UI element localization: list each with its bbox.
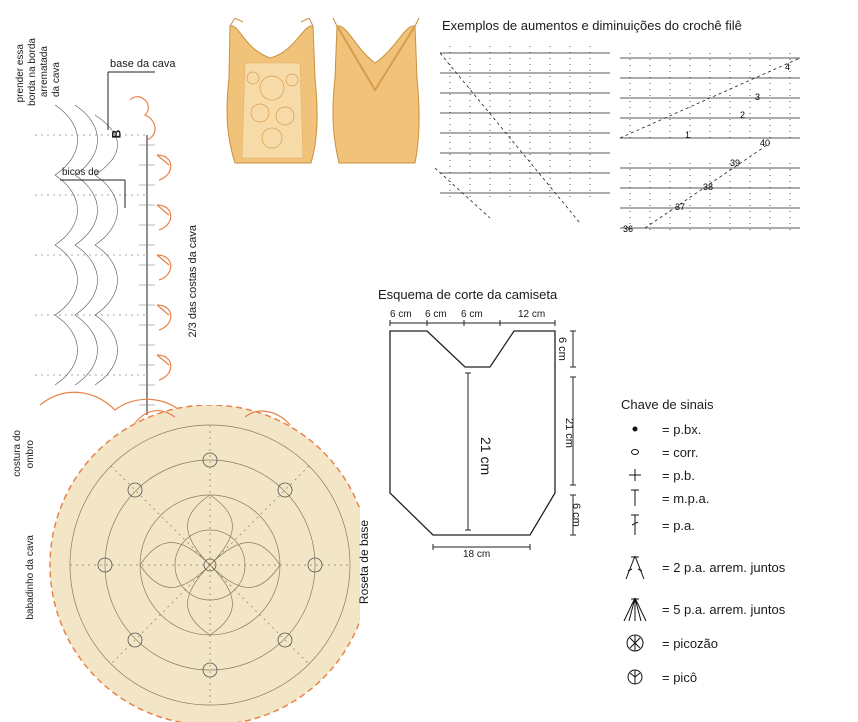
row-1: 1 [685,130,690,140]
garment-back-photo [332,18,420,164]
label-babadinho: babadinho da cava [25,535,36,620]
key-item: = picô [620,665,697,689]
measure-top-1: 6 cm [390,309,412,320]
key-title: Chave de sinais [621,397,714,412]
label-costura-2: ombro [25,440,36,469]
garment-front-photo [226,18,318,164]
garment-outline [389,320,576,550]
t-stitch-icon [631,489,639,506]
rosette-chart [49,405,360,722]
filet-diagrams: 1 2 3 4 36 37 38 39 40 [434,46,801,234]
garment-scheme-title: Esquema de corte da camiseta [378,287,558,302]
double-crochet-icon [631,514,639,535]
label-prender-4: da cava [51,62,62,98]
symbol-key: = p.bx. = corr. = p.b. = m.p.a. = p.a. =… [620,418,850,698]
picozao-icon [626,634,644,652]
key-item: = p.bx. [620,418,701,440]
label-marker-b: B [109,129,124,139]
filet-title: Exemplos de aumentos e diminuições do cr… [442,18,742,33]
row-40: 40 [760,138,770,148]
label-roseta: Roseta de base [357,520,371,605]
armhole-crochet-chart [35,96,186,416]
key-item: = m.p.a. [620,487,709,509]
label-prender-1: prender essa [15,44,26,103]
oval-icon [631,449,639,455]
row-3: 3 [755,92,760,102]
label-costas: 2/3 das costas da cava [187,225,199,338]
key-item: = picozão [620,630,718,656]
label-bicos: bicos de [62,167,100,178]
plus-icon [629,469,641,481]
row-36: 36 [623,224,633,234]
measure-side-middle: 21 cm [563,418,575,448]
pico-icon [627,669,643,685]
fan-2-icon [625,555,645,580]
key-item: = p.b. [620,464,695,486]
measure-top-3: 6 cm [461,309,483,320]
dot-icon [632,426,638,432]
base-cava-bracket [107,71,155,130]
key-item: = 2 p.a. arrem. juntos [620,552,785,582]
measure-top-4: 12 cm [518,309,546,320]
bicos-bracket [60,179,126,208]
measure-bottom: 18 cm [463,549,491,560]
row-2: 2 [740,110,745,120]
label-prender-2: borda na borda [27,38,38,106]
label-base-cava: base da cava [110,58,176,70]
measure-side-top: 6 cm [556,337,568,361]
fan-5-icon [623,597,647,622]
row-39: 39 [730,158,740,168]
key-item: = p.a. [620,512,695,538]
row-37: 37 [675,202,685,212]
row-38: 38 [703,182,713,192]
key-item: = corr. [620,441,699,463]
label-costura-1: costura do [12,430,23,477]
row-4: 4 [785,62,790,72]
key-item: = 5 p.a. arrem. juntos [620,594,785,624]
measure-side-bottom: 6 cm [570,503,582,527]
garment-photos [226,18,420,164]
measure-top-2: 6 cm [425,309,447,320]
measure-center: 21 cm [478,437,494,476]
label-prender-3: arrematada [39,46,50,98]
